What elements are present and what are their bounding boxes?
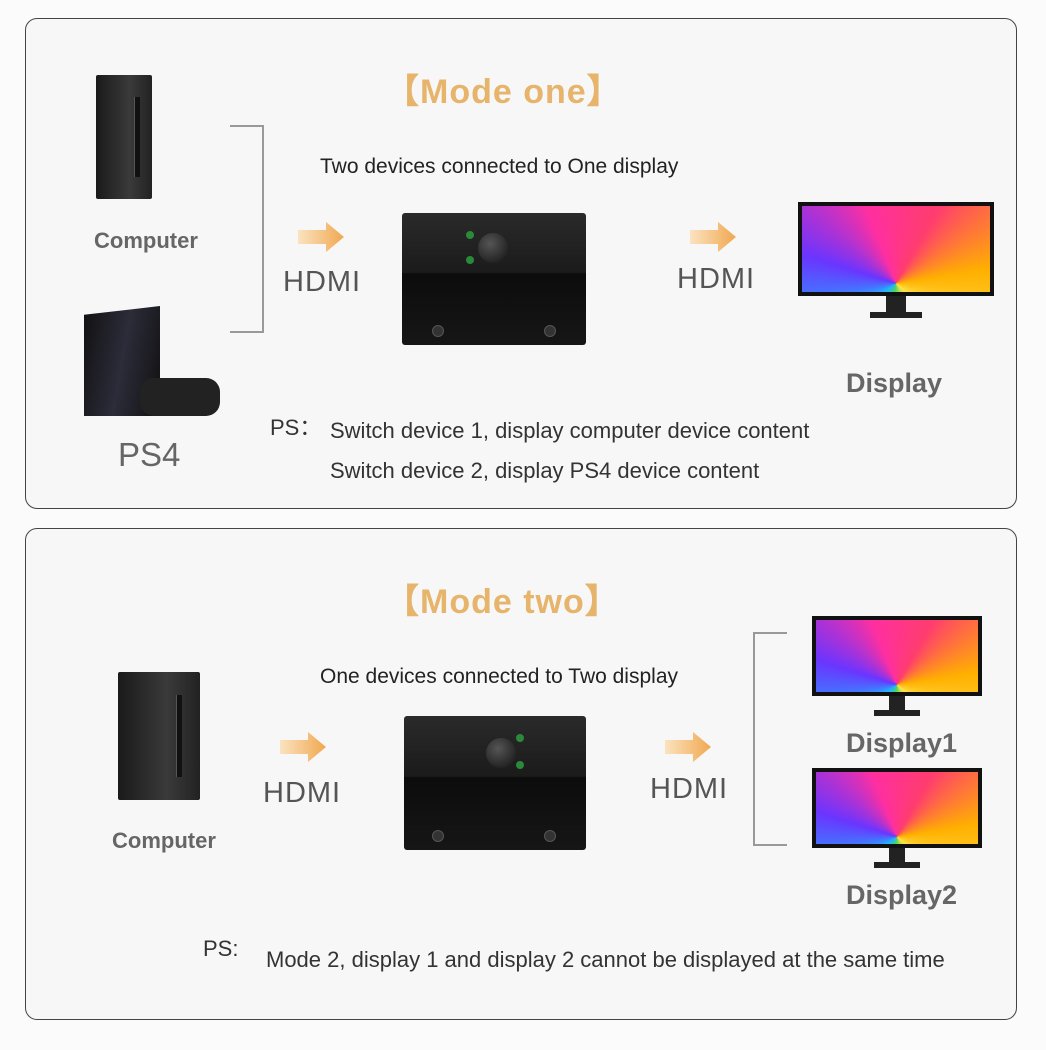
hdmi-switch-image [402, 213, 586, 345]
mode-one-title: 【Mode one】 [385, 73, 622, 111]
ps-note-2: Switch device 2, display PS4 device cont… [330, 458, 760, 483]
arrow-right-icon [298, 222, 344, 252]
display-monitor-image [798, 202, 994, 320]
arrow-right-icon [280, 732, 326, 762]
display2-monitor-image [812, 768, 982, 870]
ps-note-1: Switch device 1, display computer device… [330, 418, 810, 443]
mode-one-subtitle: Two devices connected to One display [320, 155, 679, 178]
hdmi-input-label: HDMI [263, 777, 342, 809]
computer-tower-image [96, 75, 152, 199]
output-bracket [753, 632, 787, 846]
display2-label: Display2 [846, 880, 958, 910]
ps4-controller-image [140, 378, 220, 416]
ps-label: PS： [270, 415, 322, 440]
ps4-label: PS4 [118, 436, 181, 473]
hdmi-output-label: HDMI [677, 263, 756, 295]
display-label: Display [846, 368, 943, 398]
mode-two-subtitle: One devices connected to Two display [320, 665, 678, 688]
ps-note: Mode 2, display 1 and display 2 cannot b… [266, 947, 945, 972]
arrow-right-icon [665, 732, 711, 762]
hdmi-input-label: HDMI [283, 266, 362, 298]
input-bracket [230, 125, 264, 333]
ps-label: PS: [203, 936, 239, 961]
display1-monitor-image [812, 616, 982, 718]
arrow-right-icon [690, 222, 736, 252]
computer-label: Computer [112, 828, 216, 853]
hdmi-switch-image [404, 716, 586, 850]
computer-tower-image [118, 672, 200, 800]
display1-label: Display1 [846, 728, 958, 758]
mode-two-title: 【Mode two】 [385, 583, 620, 621]
hdmi-output-label: HDMI [650, 773, 729, 805]
computer-label: Computer [94, 228, 198, 253]
